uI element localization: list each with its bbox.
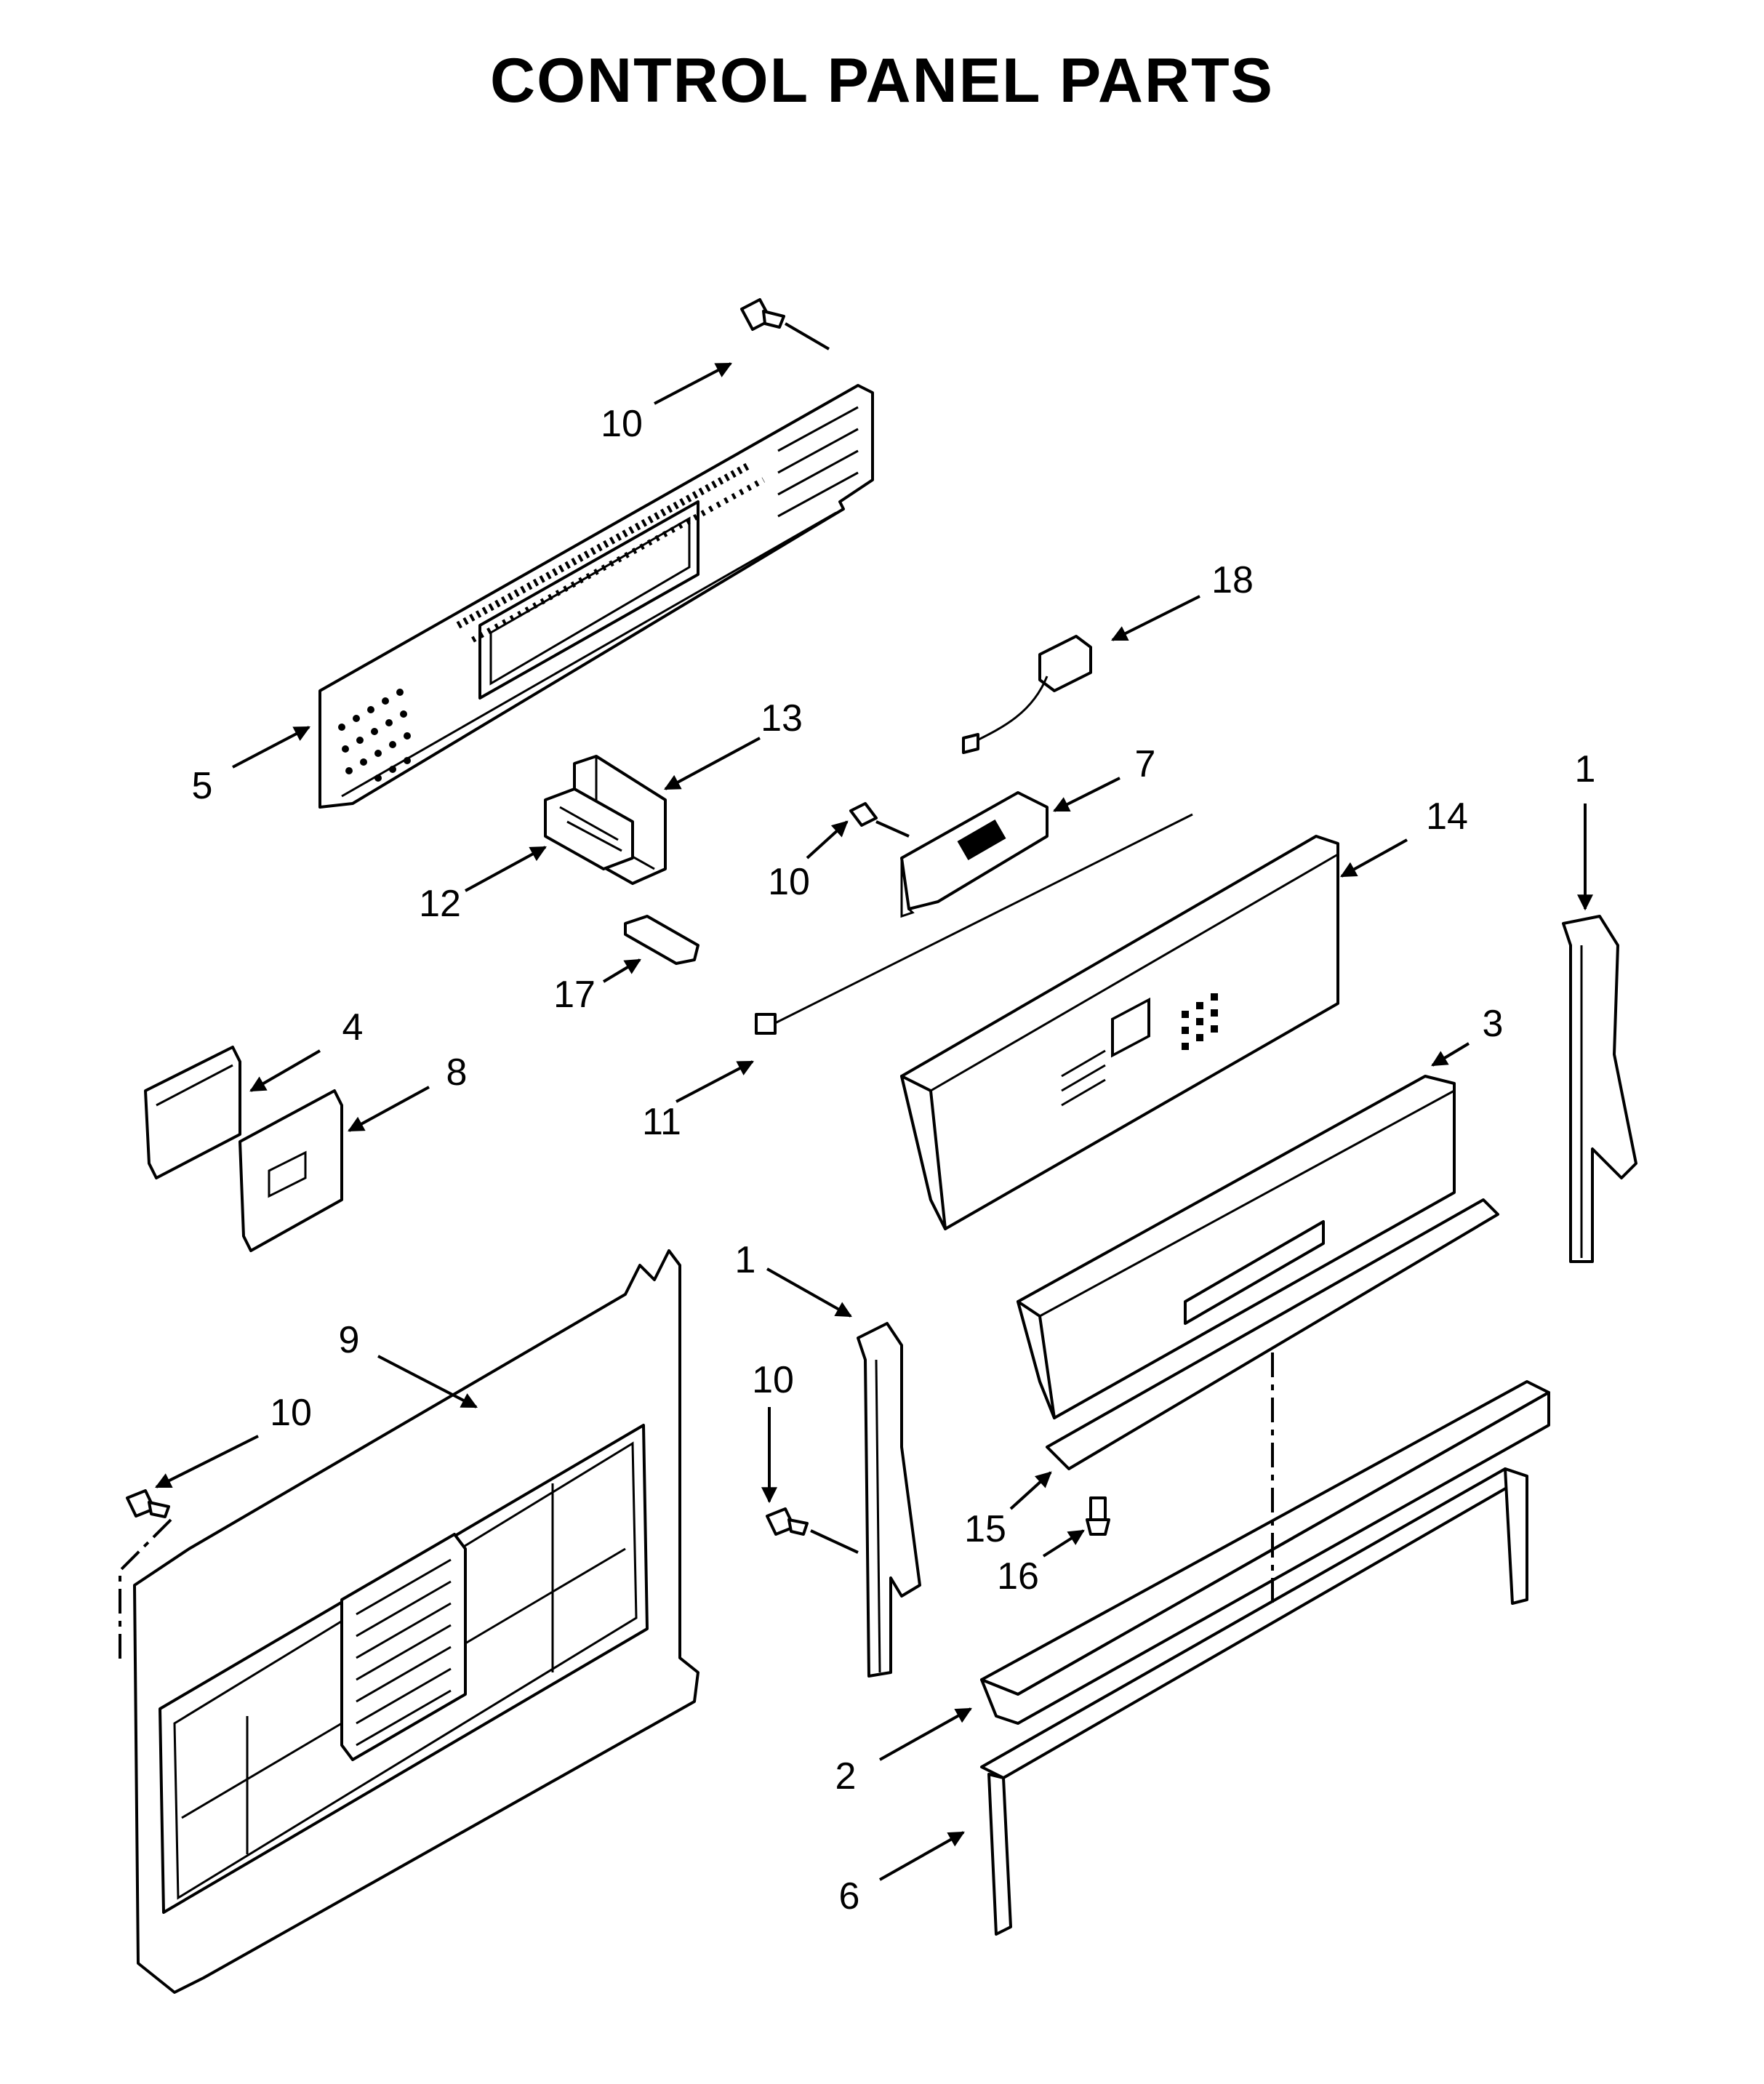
leader-10a bbox=[654, 362, 732, 405]
callout-6: 6 bbox=[839, 1875, 860, 1917]
leader-1b bbox=[766, 1267, 852, 1318]
callout-2: 2 bbox=[835, 1755, 857, 1798]
part-9-rear-panel bbox=[133, 1249, 699, 1994]
callout-10-left: 10 bbox=[270, 1392, 312, 1434]
part-10-screw-middle bbox=[766, 1507, 859, 1554]
part-12-terminal-block bbox=[544, 787, 634, 870]
leader-10c bbox=[155, 1435, 259, 1488]
callout-4: 4 bbox=[342, 1006, 364, 1049]
part-1-left-side-bracket bbox=[857, 1322, 921, 1678]
leader-6 bbox=[879, 1831, 965, 1881]
leader-12 bbox=[465, 846, 547, 892]
part-1-right-side-bracket bbox=[1562, 915, 1637, 1263]
callout-14: 14 bbox=[1426, 795, 1468, 838]
part-16-screw bbox=[1086, 1496, 1110, 1536]
callout-10-board: 10 bbox=[768, 861, 810, 903]
callout-3: 3 bbox=[1483, 1003, 1504, 1045]
callout-7: 7 bbox=[1135, 743, 1156, 785]
leader-2 bbox=[879, 1707, 972, 1761]
callout-5: 5 bbox=[192, 765, 213, 807]
leader-14 bbox=[1340, 838, 1408, 878]
leader-18 bbox=[1111, 595, 1200, 641]
callout-15: 15 bbox=[964, 1508, 1006, 1550]
callout-11: 11 bbox=[642, 1101, 681, 1143]
diagram-title: CONTROL PANEL PARTS bbox=[490, 46, 1274, 116]
leader-17 bbox=[602, 958, 641, 983]
part-5-control-panel-bracket bbox=[318, 384, 874, 809]
callout-10-top: 10 bbox=[601, 403, 643, 445]
part-17-ribbon-clip bbox=[624, 915, 699, 965]
leader-9 bbox=[377, 1355, 478, 1408]
part-2-lower-bracket bbox=[980, 1380, 1550, 1725]
part-8-mounting-plate bbox=[238, 1089, 343, 1252]
callout-16: 16 bbox=[997, 1555, 1039, 1598]
part-18-sensor bbox=[962, 635, 1092, 754]
callout-labels: 10 18 13 5 7 12 10 14 1 17 4 3 8 11 1 9 … bbox=[192, 403, 1596, 1917]
leader-10b bbox=[806, 820, 849, 859]
callout-18: 18 bbox=[1211, 559, 1254, 601]
part-14-control-panel-housing bbox=[900, 835, 1339, 1230]
callout-17: 17 bbox=[553, 974, 596, 1016]
leader-7 bbox=[1053, 777, 1120, 812]
leader-5 bbox=[232, 726, 310, 769]
callout-13: 13 bbox=[761, 697, 803, 740]
leader-arrows bbox=[155, 362, 1593, 1881]
part-10-screw-top bbox=[740, 298, 830, 350]
callout-10-middle: 10 bbox=[752, 1359, 794, 1401]
part-10-screw-left bbox=[119, 1489, 172, 1665]
leader-15 bbox=[1009, 1471, 1052, 1510]
callout-8: 8 bbox=[446, 1051, 468, 1094]
leader-3 bbox=[1431, 1042, 1470, 1067]
part-7-control-board bbox=[849, 791, 1049, 918]
leader-11 bbox=[675, 1060, 754, 1103]
leader-13 bbox=[664, 737, 761, 790]
part-11-wire-harness bbox=[755, 813, 1193, 1035]
leader-4 bbox=[249, 1049, 321, 1092]
callout-12: 12 bbox=[419, 883, 461, 925]
callout-1-right: 1 bbox=[1575, 748, 1596, 790]
callout-1-left: 1 bbox=[735, 1239, 756, 1281]
part-6-support-frame bbox=[980, 1467, 1528, 1936]
callout-9: 9 bbox=[339, 1319, 360, 1361]
part-4-control-board bbox=[144, 1046, 241, 1179]
leader-8 bbox=[348, 1086, 430, 1132]
leader-16 bbox=[1042, 1529, 1085, 1558]
part-3-control-panel-front bbox=[1017, 1075, 1456, 1419]
part-15-trim-strip bbox=[1046, 1198, 1499, 1470]
